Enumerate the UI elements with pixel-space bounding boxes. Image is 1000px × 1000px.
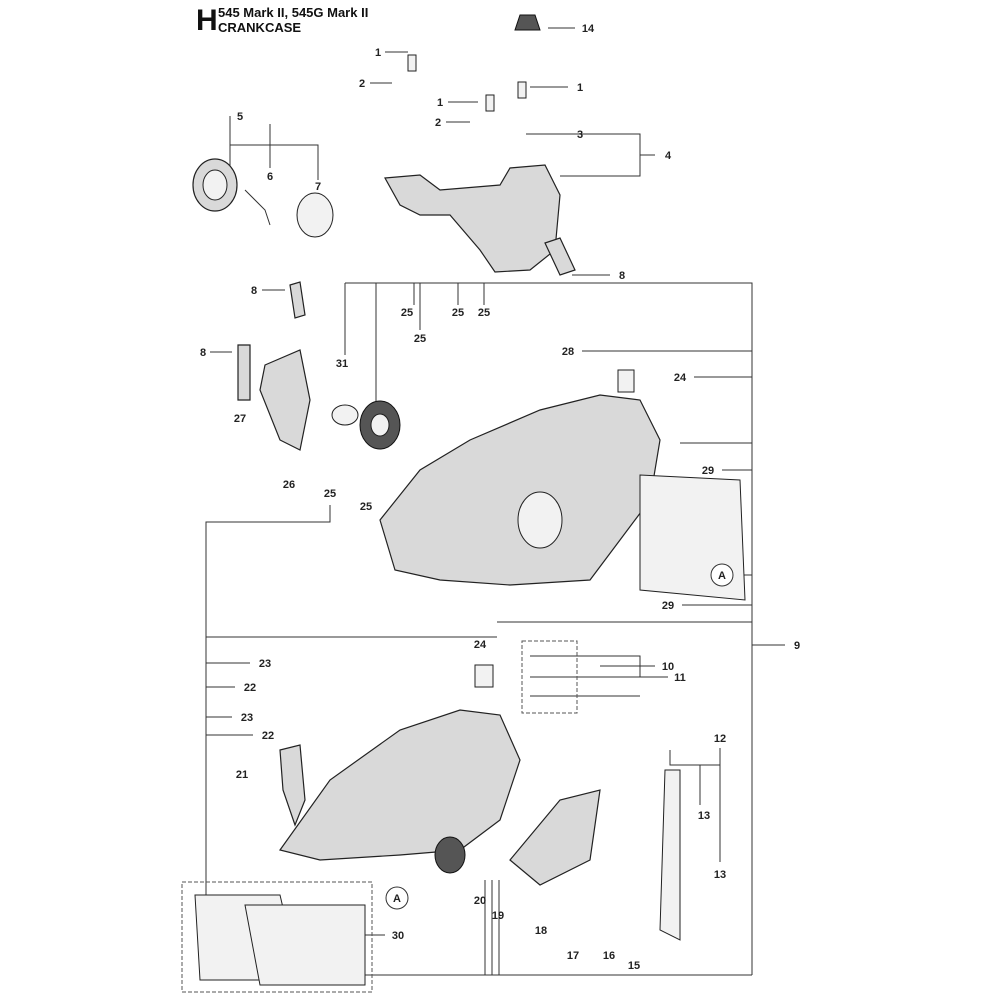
valve-kit-box	[521, 640, 578, 714]
callout-3: 3	[577, 129, 583, 141]
callout-24: 24	[474, 639, 487, 651]
callout-2: 2	[359, 78, 365, 90]
callout-circles	[385, 563, 734, 910]
callout-2: 2	[435, 117, 441, 129]
callout-A: A	[718, 570, 726, 582]
callout-25: 25	[401, 307, 413, 319]
callout-22: 22	[244, 682, 256, 694]
callout-26: 26	[283, 479, 295, 491]
callout-24: 24	[674, 372, 687, 384]
callout-1: 1	[375, 47, 381, 59]
oil-pump-and-seal	[192, 158, 334, 238]
callout-13: 13	[714, 869, 726, 881]
callout-25: 25	[478, 307, 490, 319]
callout-A: A	[393, 893, 401, 905]
callout-25: 25	[324, 488, 336, 500]
model-names: 545 Mark II, 545G Mark II	[218, 5, 369, 20]
crankcase-lower	[194, 664, 681, 986]
callout-25: 25	[414, 333, 426, 345]
callout-12: 12	[714, 733, 726, 745]
crankcase-upper	[237, 281, 746, 601]
callout-29: 29	[702, 465, 714, 477]
callout-13: 13	[698, 810, 710, 822]
callout-6: 6	[267, 171, 273, 183]
callout-22: 22	[262, 730, 274, 742]
callout-27: 27	[234, 413, 246, 425]
callout-25: 25	[452, 307, 464, 319]
callout-25: 25	[360, 501, 372, 513]
callout-5: 5	[237, 111, 243, 123]
callout-31: 31	[336, 358, 348, 370]
callout-7: 7	[315, 181, 321, 193]
callout-1: 1	[577, 82, 583, 94]
callout-30: 30	[392, 930, 404, 942]
callout-18: 18	[535, 925, 547, 937]
callout-20: 20	[474, 895, 486, 907]
callout-19: 19	[492, 910, 504, 922]
diagram-title: CRANKCASE	[218, 20, 302, 35]
callout-8: 8	[251, 285, 257, 297]
callout-8: 8	[200, 347, 206, 359]
callout-8: 8	[619, 270, 625, 282]
callout-17: 17	[567, 950, 579, 962]
callout-23: 23	[259, 658, 271, 670]
callout-10: 10	[662, 661, 674, 673]
callout-14: 14	[582, 23, 595, 35]
callout-28: 28	[562, 346, 574, 358]
callout-23: 23	[241, 712, 253, 724]
callout-4: 4	[665, 150, 672, 162]
callout-1: 1	[437, 97, 443, 109]
callout-9: 9	[794, 640, 800, 652]
callout-29: 29	[662, 600, 674, 612]
callout-16: 16	[603, 950, 615, 962]
callout-21: 21	[236, 769, 248, 781]
tank-handle-part	[384, 14, 576, 276]
section-letter: H	[196, 4, 218, 37]
callout-15: 15	[628, 960, 640, 972]
leader-lines	[205, 27, 785, 976]
callout-11: 11	[674, 672, 686, 684]
